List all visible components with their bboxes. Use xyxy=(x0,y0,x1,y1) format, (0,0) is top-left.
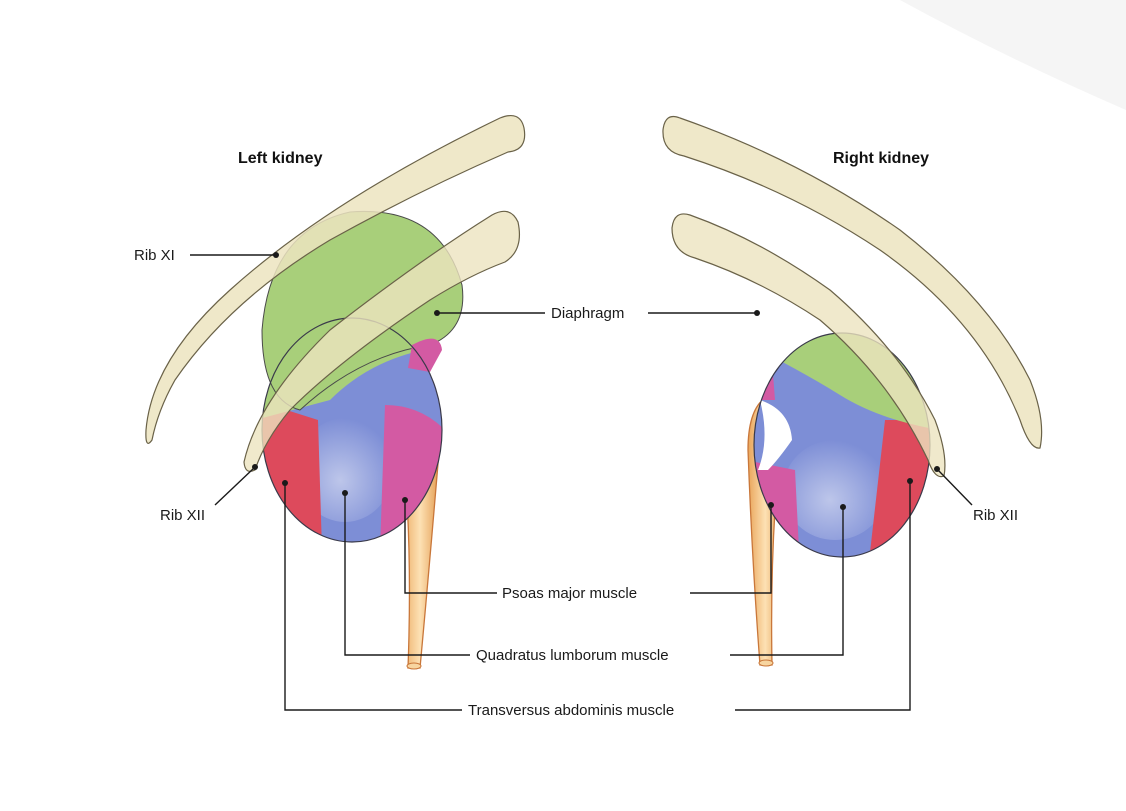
right-diaphragm-region xyxy=(754,333,930,430)
title-right-kidney: Right kidney xyxy=(833,150,929,167)
left-tendon-end xyxy=(406,662,422,670)
leader-quadratus-left xyxy=(344,493,470,656)
left-rib-xi xyxy=(145,115,526,444)
leader-dot-transversus-right xyxy=(907,478,913,484)
leader-rib-xii-left xyxy=(214,467,255,506)
label-rib-xii-left: Rib XII xyxy=(160,507,205,524)
label-psoas: Psoas major muscle xyxy=(502,585,637,602)
leader-dot-rib-xi xyxy=(273,252,279,258)
leader-dot-transversus-left xyxy=(282,480,288,486)
leader-dot-quadratus-right xyxy=(840,504,846,510)
leader-dot-diaphragm-left xyxy=(434,310,440,316)
labels: Left kidney Right kidney Rib XI Diaphrag… xyxy=(134,150,1018,719)
left-quadratus-highlight xyxy=(297,418,393,522)
leader-transversus-left xyxy=(284,483,462,711)
left-psoas-upper xyxy=(408,338,442,372)
leader-dot-psoas-left xyxy=(402,497,408,503)
right-tendon-end xyxy=(758,659,774,667)
right-quadratus-highlight xyxy=(783,440,887,540)
title-left-kidney: Left kidney xyxy=(238,150,323,167)
right-kidney-group xyxy=(662,115,1043,667)
left-kidney-group xyxy=(145,115,526,670)
right-kidney-notch xyxy=(758,400,792,470)
leader-dot-quadratus-left xyxy=(342,490,348,496)
label-rib-xi: Rib XI xyxy=(134,247,175,264)
label-diaphragm: Diaphragm xyxy=(551,305,624,322)
label-transversus: Transversus abdominis muscle xyxy=(468,702,674,719)
label-rib-xii-right: Rib XII xyxy=(973,507,1018,524)
leader-dot-diaphragm-right xyxy=(754,310,760,316)
right-rib-xii xyxy=(671,213,946,478)
leader-lines xyxy=(190,252,973,711)
leader-quadratus-right xyxy=(730,507,844,656)
background-shade xyxy=(900,0,1126,110)
leader-psoas-left xyxy=(404,500,497,594)
leader-rib-xii-right xyxy=(937,469,973,506)
label-quadratus: Quadratus lumborum muscle xyxy=(476,647,669,664)
leader-dot-rib-xii-right xyxy=(934,466,940,472)
right-rib-upper xyxy=(662,115,1043,449)
right-psoas-upper xyxy=(754,335,775,400)
left-rib-xii xyxy=(243,210,521,472)
leader-dot-rib-xii-left xyxy=(252,464,258,470)
leader-dot-psoas-right xyxy=(768,502,774,508)
leader-transversus-right xyxy=(735,481,911,711)
leader-psoas-right xyxy=(690,505,772,594)
